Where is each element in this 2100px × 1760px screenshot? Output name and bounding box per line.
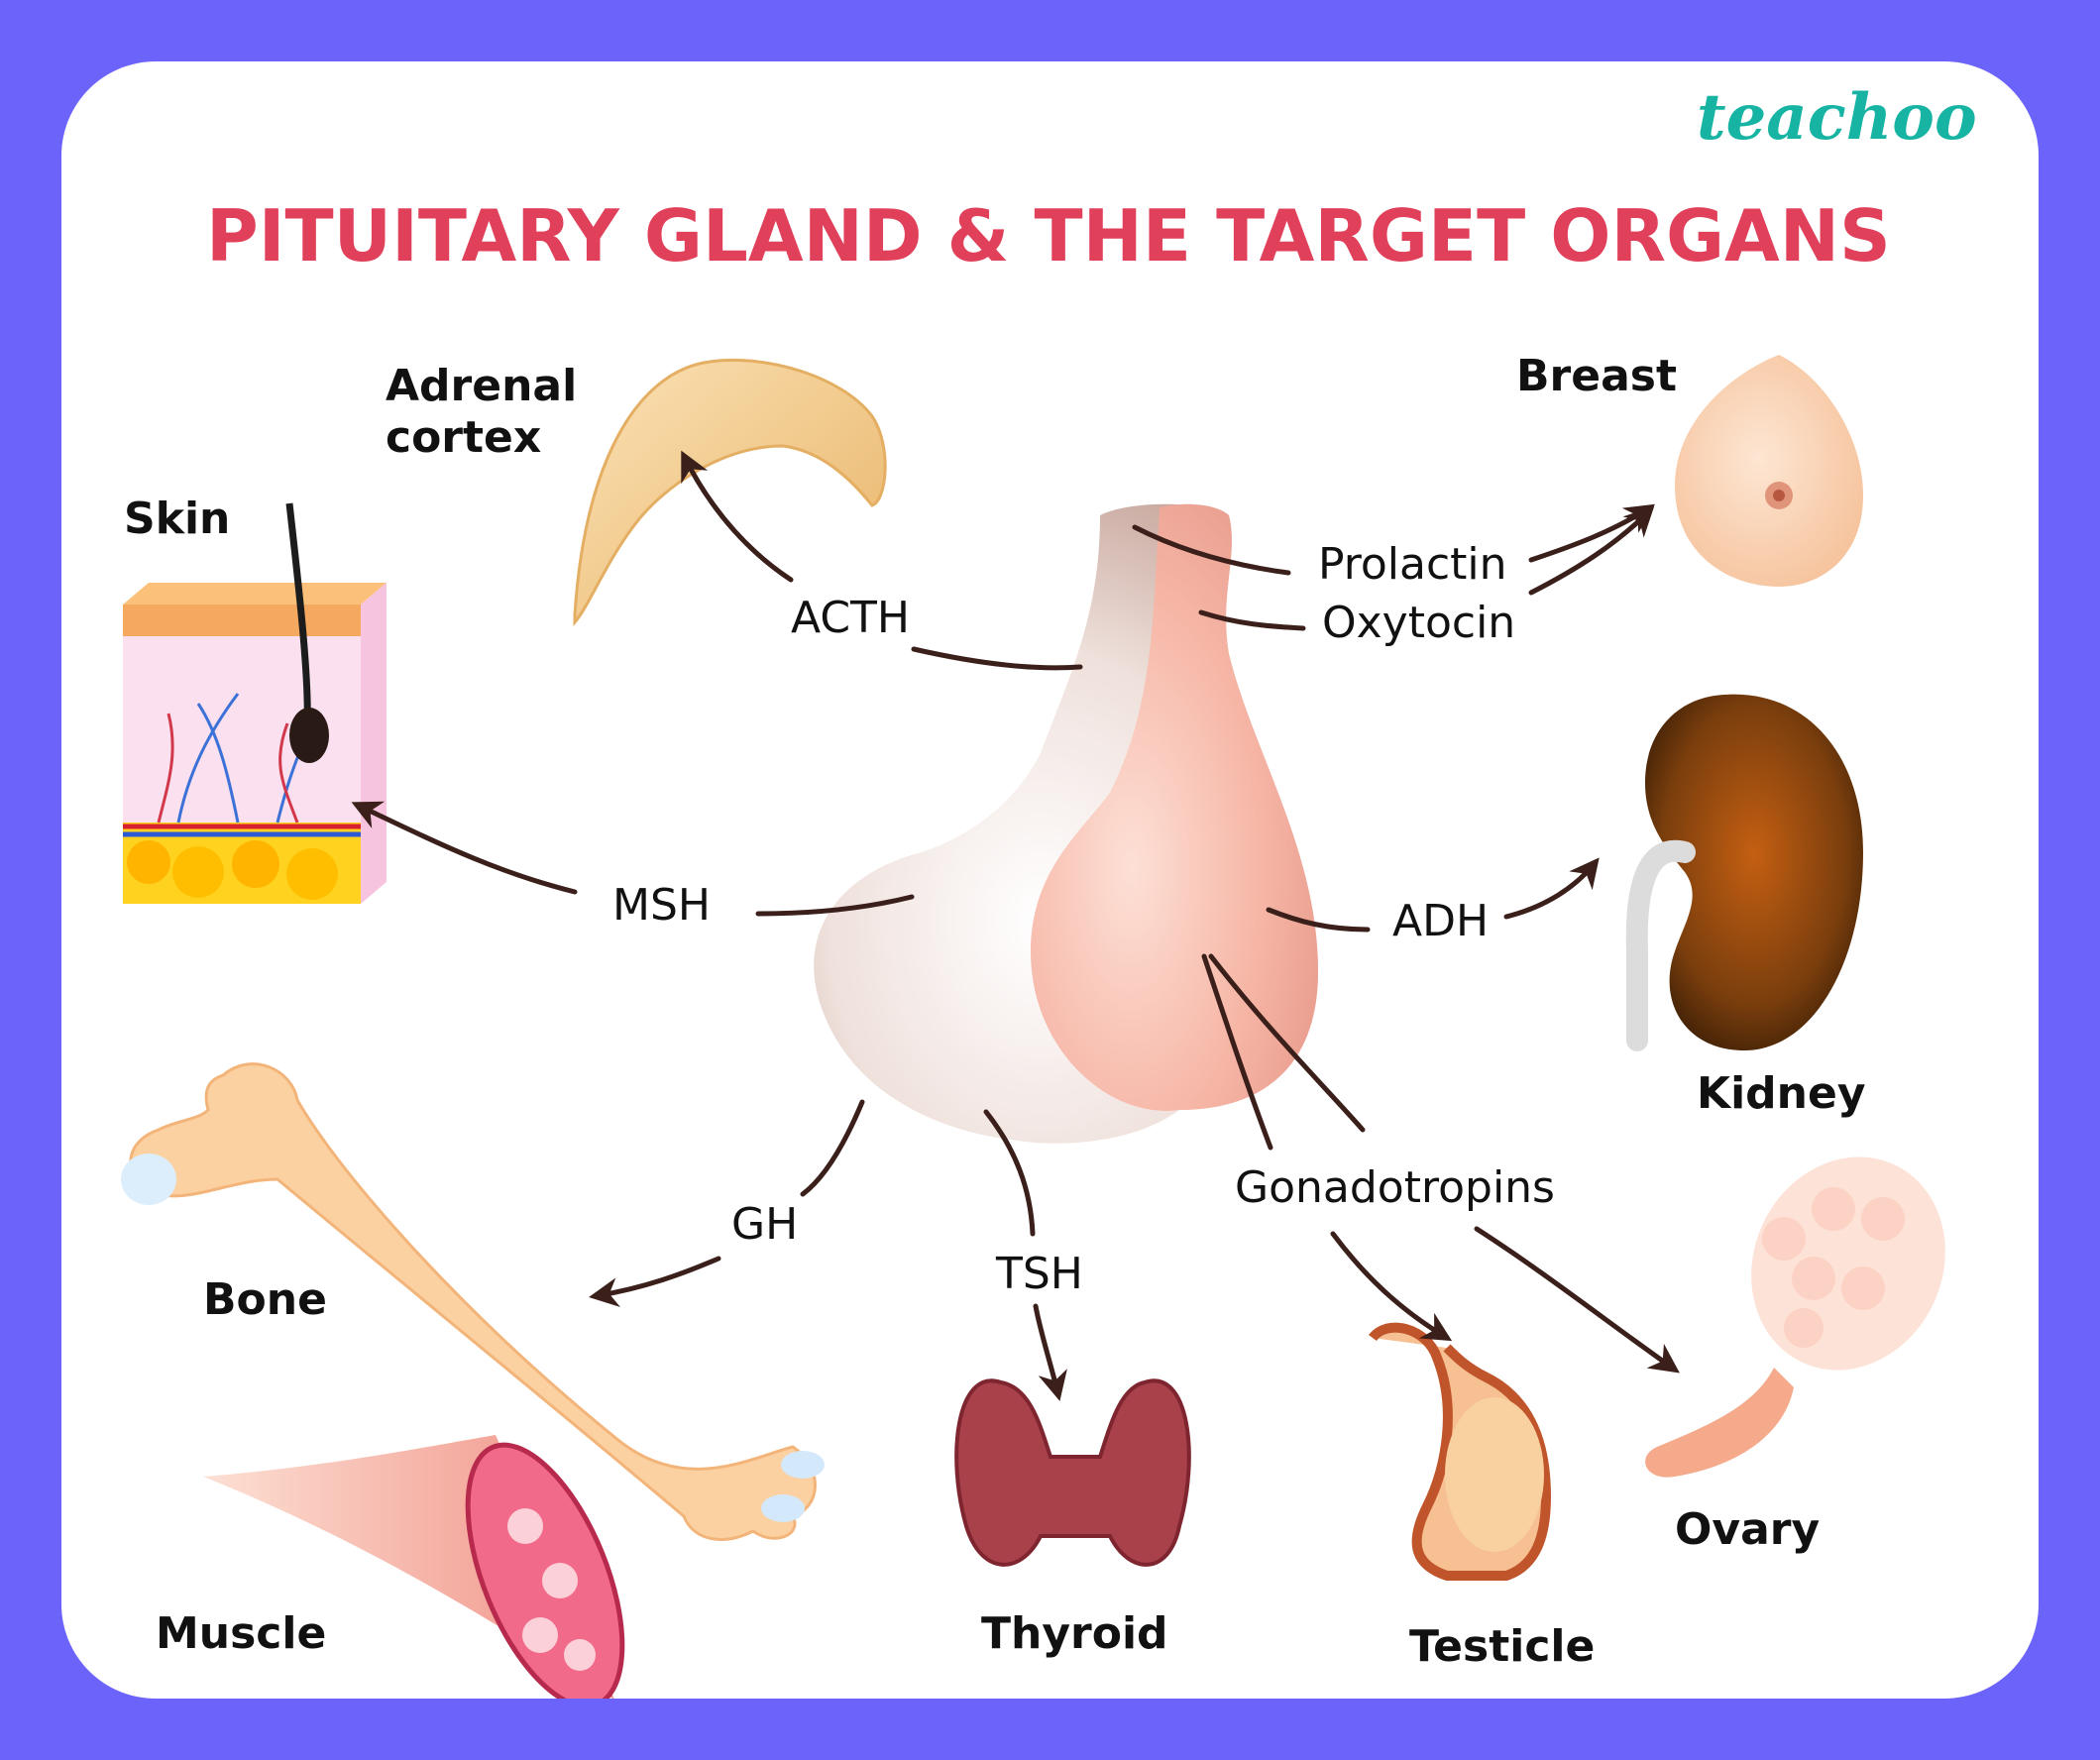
- breast-illustration: [1675, 355, 1863, 587]
- label-adrenal-cortex-line2: cortex: [386, 412, 542, 463]
- label-testicle: Testicle: [1409, 1621, 1596, 1672]
- oxytocin-connector: [1198, 609, 1306, 631]
- gonadotropins-connector-1: [1201, 953, 1273, 1151]
- bone-illustration: [121, 1062, 825, 1541]
- pituitary-gland: [814, 503, 1318, 1144]
- label-bone: Bone: [203, 1274, 327, 1325]
- label-thyroid: Thyroid: [981, 1608, 1168, 1659]
- tsh-connector: [983, 1109, 1036, 1237]
- label-muscle: Muscle: [156, 1608, 327, 1659]
- thyroid-illustration: [954, 1378, 1191, 1567]
- label-skin: Skin: [124, 494, 231, 544]
- label-oxytocin: Oxytocin: [1322, 598, 1516, 648]
- tsh-arrow: [1033, 1303, 1067, 1401]
- prolactin-arrow: [1528, 503, 1656, 563]
- gh-connector: [800, 1099, 865, 1197]
- diagram-card: teachoo PITUITARY GLAND & THE TARGET ORG…: [61, 61, 2039, 1699]
- page-title: PITUITARY GLAND & THE TARGET ORGANS: [206, 194, 1891, 277]
- adh-arrow: [1503, 857, 1600, 920]
- label-ovary: Ovary: [1675, 1504, 1821, 1555]
- label-msh: MSH: [612, 880, 711, 931]
- gonadotropins-ovary-arrow: [1474, 1226, 1680, 1374]
- label-tsh: TSH: [996, 1249, 1083, 1299]
- label-breast: Breast: [1516, 351, 1677, 401]
- gonadotropins-connector-2: [1208, 953, 1366, 1133]
- acth-connector: [911, 646, 1083, 671]
- prolactin-connector: [1132, 524, 1291, 576]
- oxytocin-arrow: [1528, 505, 1655, 596]
- skin-illustration: [123, 502, 387, 904]
- adh-connector: [1266, 907, 1371, 933]
- teachoo-logo: teachoo: [1697, 80, 1977, 155]
- label-prolactin: Prolactin: [1318, 539, 1507, 590]
- label-kidney: Kidney: [1697, 1068, 1866, 1119]
- acth-arrow: [681, 450, 794, 583]
- label-adh: ADH: [1392, 896, 1490, 946]
- label-gh: GH: [731, 1199, 799, 1250]
- gonadotropins-testicle-arrow: [1330, 1231, 1453, 1342]
- label-adrenal-cortex-line1: Adrenal: [386, 361, 578, 411]
- label-gonadotropins: Gonadotropins: [1235, 1162, 1555, 1213]
- muscle-illustration: [203, 1435, 625, 1699]
- testicle-illustration: [1369, 1322, 1552, 1581]
- gh-arrow: [589, 1256, 721, 1308]
- msh-connector: [755, 894, 915, 917]
- adrenal-cortex-illustration: [573, 358, 887, 627]
- label-acth: ACTH: [791, 593, 911, 643]
- ovary-illustration: [1645, 1156, 1945, 1478]
- msh-arrow: [351, 801, 578, 895]
- kidney-illustration: [1625, 694, 1863, 1051]
- diagram-artwork: [121, 355, 1945, 1699]
